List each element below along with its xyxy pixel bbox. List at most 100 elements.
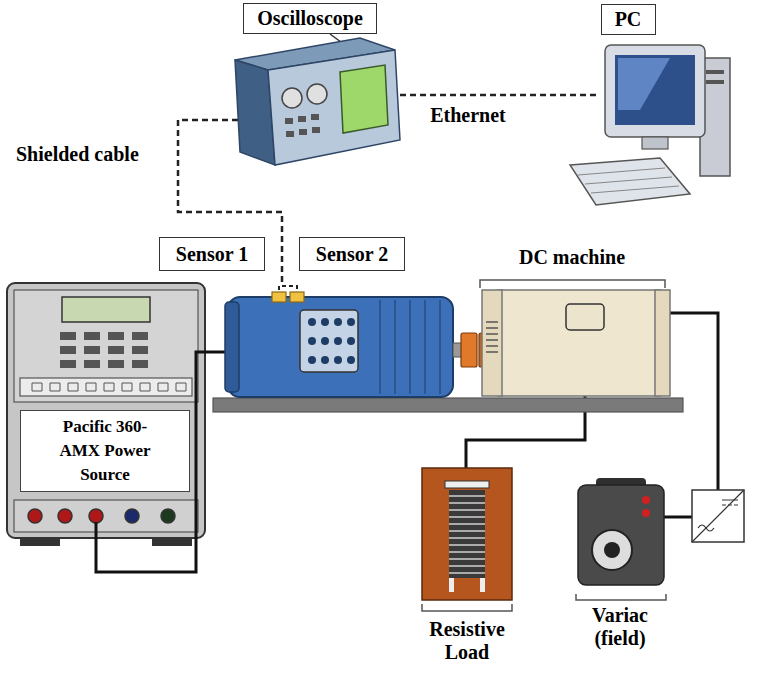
scope-button	[286, 131, 294, 137]
variac-body	[578, 485, 664, 585]
dc-sign	[722, 500, 738, 505]
power-display	[62, 297, 150, 322]
rectifier-diagonal	[692, 490, 744, 542]
scope-knob	[307, 84, 327, 104]
resistor-coil	[449, 490, 485, 578]
variac-jack	[642, 496, 650, 504]
sensor	[272, 292, 286, 302]
motor-endcap	[225, 302, 239, 392]
machine-label: DC machine	[519, 246, 625, 269]
device-label: PC	[601, 4, 656, 35]
dc-terminal-box	[566, 304, 604, 330]
keypad-key	[84, 346, 100, 354]
keyboard-keys	[578, 168, 679, 193]
scope-knob	[282, 88, 302, 108]
keypad-key	[108, 360, 124, 368]
link-label: Ethernet	[430, 104, 506, 127]
pc-drive	[706, 80, 724, 84]
ac-sign	[698, 525, 714, 531]
stud	[347, 356, 355, 364]
terminal	[58, 509, 72, 523]
keypad-key	[108, 332, 124, 340]
sensor-label: Sensor 1	[159, 237, 265, 271]
button-strip	[20, 378, 192, 396]
pc-monitor	[605, 45, 705, 137]
foot	[20, 538, 60, 546]
load-leg	[449, 578, 454, 592]
motor-body	[228, 297, 453, 397]
keypad-key	[60, 332, 76, 340]
scope-button	[311, 114, 319, 120]
keypad-key	[84, 360, 100, 368]
variac-knob-hub	[604, 542, 620, 558]
dc-endplate	[655, 290, 670, 396]
scope-button	[285, 118, 293, 124]
ethernet-cable	[400, 94, 598, 97]
stud	[347, 318, 355, 326]
rectifier-symbol	[692, 490, 744, 542]
label-text: PC	[615, 8, 642, 31]
load-label: Resistive Load	[412, 618, 522, 664]
terminal	[161, 509, 175, 523]
label-text: Sensor 2	[316, 243, 388, 266]
stud	[347, 337, 355, 345]
dc-endplate	[482, 290, 502, 396]
label-text: Oscilloscope	[257, 7, 363, 30]
pc-screen	[615, 55, 695, 125]
label-text: Sensor 1	[176, 243, 248, 266]
motor-fins	[380, 300, 440, 394]
bed-plate	[213, 398, 683, 412]
terminal	[125, 509, 139, 523]
stud	[334, 337, 342, 345]
bracket	[480, 280, 665, 288]
scope-button	[298, 116, 306, 122]
load-bar	[445, 481, 489, 488]
bracket	[576, 594, 666, 600]
variac-knob	[592, 530, 632, 570]
keypad-key	[132, 346, 148, 354]
terminal-studs	[308, 318, 355, 364]
scope-front	[268, 50, 400, 165]
scope-button	[299, 129, 307, 135]
stud	[334, 318, 342, 326]
stud	[308, 356, 316, 364]
terminal-box	[300, 310, 358, 372]
device-label: Oscilloscope	[243, 3, 377, 34]
variac-wire	[664, 516, 692, 519]
cable-label: Shielded cable	[16, 143, 139, 166]
stud	[308, 318, 316, 326]
label-text: Pacific 360-AMX Power Source	[44, 415, 166, 486]
bracket	[422, 604, 512, 611]
power-source-front	[14, 290, 198, 402]
load-leg	[480, 578, 485, 592]
dc-machine-body	[498, 290, 660, 396]
foot	[152, 538, 192, 546]
strip-buttons	[32, 383, 186, 391]
source-panel: Pacific 360-AMX Power Source	[20, 410, 190, 492]
coil-turns	[449, 496, 485, 573]
terminal	[28, 509, 42, 523]
stud	[321, 356, 329, 364]
terminal	[89, 509, 103, 523]
terminal-strip	[14, 500, 198, 532]
stud	[308, 337, 316, 345]
variac-label: Variac (field)	[575, 604, 665, 650]
stud	[334, 356, 342, 364]
keypad-key	[132, 360, 148, 368]
monitor-stand	[642, 137, 668, 149]
sensor-label: Sensor 2	[299, 237, 405, 271]
vent-slots	[486, 322, 498, 352]
keypad-key	[108, 346, 124, 354]
keypad-key	[60, 346, 76, 354]
keypad-key	[84, 332, 100, 340]
pc-drive	[706, 70, 724, 74]
scope-screen	[340, 65, 388, 133]
stud	[321, 318, 329, 326]
variac-jack	[642, 509, 650, 517]
stud	[321, 337, 329, 345]
keypad-key	[132, 332, 148, 340]
scope-button	[312, 127, 320, 133]
